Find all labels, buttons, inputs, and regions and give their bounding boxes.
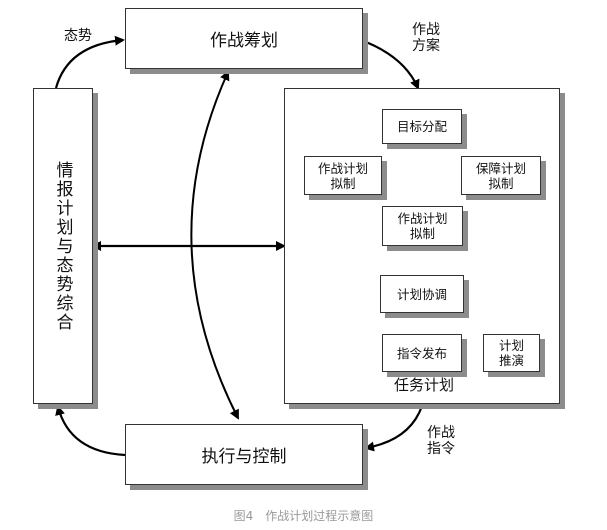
label-zhiling: 作战 指令: [419, 425, 463, 457]
box-zuozhan-left-line1: 作战计划: [317, 160, 368, 176]
arrow-taishi: [54, 35, 125, 89]
box-zhixing-label: 执行与控制: [201, 447, 287, 467]
box-zuozhan-left: 作战计划 拟制: [304, 156, 382, 195]
arrow-zhiling: [364, 405, 424, 452]
label-zhiling-line2: 指令: [427, 441, 455, 457]
box-qingbao-label: 情报计划与态势综合: [52, 160, 73, 332]
box-baozhang-line1: 保障计划: [475, 160, 526, 176]
box-zhiling-fabu-label: 指令发布: [396, 345, 447, 361]
label-fangan-line2: 方案: [412, 38, 440, 54]
box-qingbao: 情报计划与态势综合: [33, 88, 93, 404]
box-tuiyan: 计划 推演: [483, 334, 540, 372]
box-zuozhan-chouhua-label: 作战筹划: [210, 31, 278, 51]
box-zhixing: 执行与控制: [125, 424, 363, 485]
arrow-feedback: [55, 405, 126, 457]
box-baozhang: 保障计划 拟制: [461, 156, 541, 195]
label-fangan-line1: 作战: [412, 22, 440, 38]
label-taishi: 态势: [64, 28, 92, 44]
label-fangan: 作战 方案: [404, 22, 448, 54]
box-mubiao: 目标分配: [382, 109, 462, 144]
box-baozhang-line2: 拟制: [488, 175, 514, 191]
box-xietiao-label: 计划协调: [396, 286, 447, 302]
arrow-fangan: [365, 40, 420, 90]
label-zhiling-line1: 作战: [427, 425, 455, 441]
box-zhiling-fabu: 指令发布: [382, 334, 462, 372]
figure-caption: 图4 作战计划过程示意图: [233, 509, 374, 523]
box-tuiyan-line2: 推演: [498, 353, 524, 368]
box-mubiao-label: 目标分配: [396, 119, 447, 134]
box-zuozhan-left-line2: 拟制: [330, 175, 356, 191]
box-zuozhan-chouhua: 作战筹划: [125, 8, 363, 69]
box-xietiao: 计划协调: [380, 275, 464, 313]
renwu-jihua-title: 任务计划: [393, 376, 454, 394]
box-tuiyan-line1: 计划: [498, 338, 524, 353]
box-zuozhan-mid-line2: 拟制: [409, 226, 435, 241]
box-zuozhan-mid-line1: 作战计划: [397, 211, 448, 226]
box-zuozhan-mid: 作战计划 拟制: [382, 206, 463, 246]
